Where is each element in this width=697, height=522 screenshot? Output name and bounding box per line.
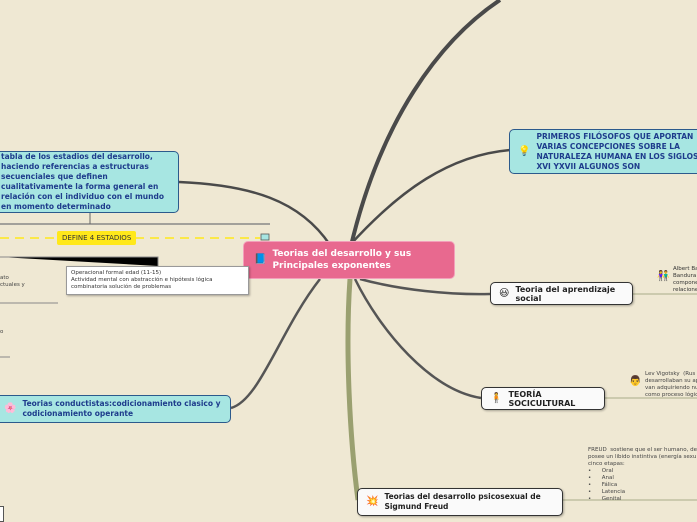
freud-intro: FREUD sostiene que el ser humano, de pos… [588,447,697,467]
people-icon: 👫 [657,271,670,282]
left-fragment: o [0,329,4,335]
lightbulb-icon: 💡 [518,145,531,157]
stage-item: • Oral [588,468,614,474]
stage-item: • Fálica [588,482,618,488]
node-operacional[interactable]: Operacional formal edad (11-15) Activida… [66,266,249,295]
figure-icon: 🧍 [490,392,503,404]
node-freud[interactable]: 💥 Teorias del desarrollo psicosexual de … [357,488,563,516]
flower-icon: 🌸 [4,403,17,414]
central-topic[interactable]: 📘 Teorias del desarrollo y sus Principal… [243,241,455,279]
stage-item: • Latencia [588,489,626,495]
left-fragment: ato [0,275,9,281]
note-freud[interactable]: FREUD sostiene que el ser humano, de pos… [588,447,697,503]
left-fragment: ctuales y [0,282,25,288]
node-conductistas[interactable]: 🌸 Teorias conductistas:codicionamiento c… [0,395,231,423]
face-icon: 👨 [629,376,642,387]
node-estadios[interactable]: tabla de los estadios del desarrollo, ha… [0,151,179,213]
note-vigotsky[interactable]: Lev Vigotsky (Rus desarrollaban su ap va… [645,371,697,398]
stage-item: • Genital [588,496,622,502]
smiley-icon: 😃 [499,287,510,299]
label-define-estadios[interactable]: DEFINE 4 ESTADIOS [57,231,137,245]
stage-item: • Anal [588,475,614,481]
node-aprendizaje-social[interactable]: 😃 Teoria del aprendizaje social [490,282,633,305]
book-icon: 📘 [254,254,267,265]
note-bandura[interactable]: Albert Ba Bandura compone relacione [673,266,697,293]
node-filosofos[interactable]: 💡 PRIMEROS FILÓSOFOS QUE APORTAN VARIAS … [509,129,697,174]
explosion-icon: 💥 [366,496,379,507]
node-sociocultural[interactable]: 🧍 TEORÍA SOCICULTURAL [481,387,605,410]
